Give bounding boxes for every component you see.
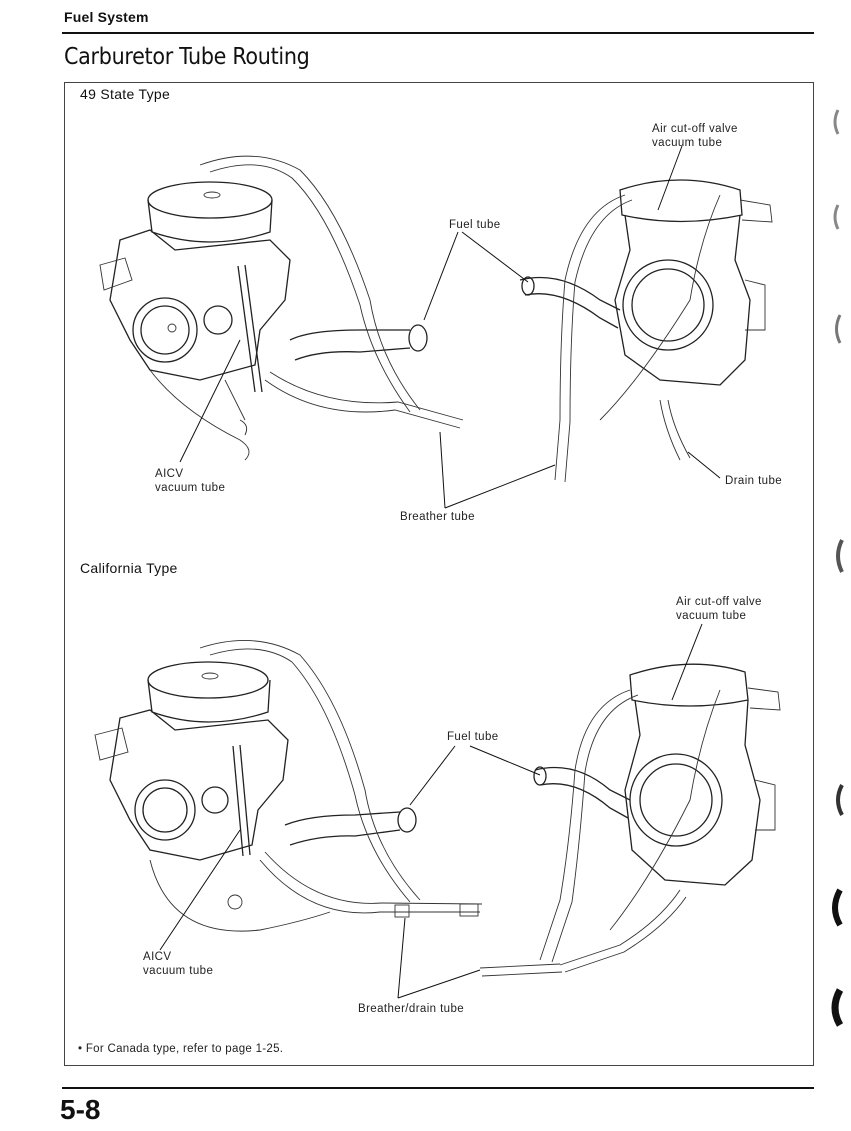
- tubes-left-49: [199, 155, 464, 429]
- left-carburetor-ca: [94, 661, 289, 910]
- footnote-canada: • For Canada type, refer to page 1-25.: [78, 1043, 284, 1055]
- binding-mark: [835, 314, 842, 344]
- page-title: Carburetor Tube Routing: [64, 44, 310, 70]
- binding-mark: [836, 784, 844, 816]
- binding-mark: [833, 204, 840, 230]
- callout-breather-tube-49: Breather tube: [400, 511, 475, 523]
- tubes-left-ca: [149, 640, 483, 932]
- page-number: 5-8: [60, 1094, 101, 1125]
- tubes-right-49: [519, 194, 721, 483]
- figure-heading-49-state: 49 State Type: [80, 86, 171, 102]
- callout-aicv-49: AICV vacuum tube: [155, 468, 226, 494]
- right-carburetor-ca: [624, 663, 781, 886]
- tubes-right-ca: [479, 689, 721, 977]
- callout-fuel-tube-ca: Fuel tube: [447, 731, 499, 743]
- callout-aicv-ca: AICV vacuum tube: [143, 951, 214, 977]
- binding-mark: [836, 539, 844, 573]
- footer-rule: [62, 1087, 814, 1089]
- binding-mark: [831, 988, 844, 1027]
- callout-breather-drain-tube-ca: Breather/drain tube: [358, 1003, 465, 1015]
- right-carburetor-49: [614, 179, 773, 386]
- callout-air-cutoff-49: Air cut-off valve vacuum tube: [652, 123, 738, 149]
- section-header: Fuel System: [64, 9, 149, 25]
- leader-lines-ca: [159, 623, 703, 999]
- figure-frame: [64, 82, 814, 1066]
- figure-heading-california: California Type: [80, 560, 178, 576]
- binding-mark: [832, 888, 843, 927]
- left-carburetor-49: [99, 181, 291, 461]
- callout-air-cutoff-ca: Air cut-off valve vacuum tube: [676, 596, 762, 622]
- callout-fuel-tube-49: Fuel tube: [449, 219, 501, 231]
- callout-drain-tube-49: Drain tube: [725, 475, 783, 487]
- leader-lines-49: [179, 145, 721, 509]
- binding-mark: [833, 109, 840, 135]
- header-rule: [62, 32, 814, 34]
